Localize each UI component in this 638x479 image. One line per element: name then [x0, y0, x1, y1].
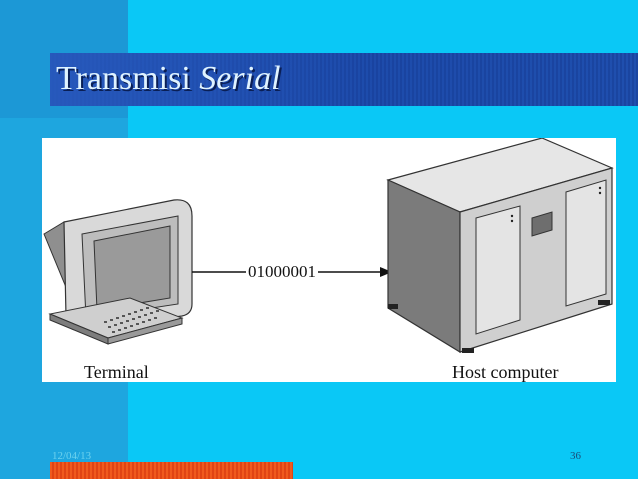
serial-transmission-figure: 01000001 Terminal Host computer [42, 137, 616, 382]
title-text: Transmisi [56, 60, 200, 97]
title-italic-text: Serial [199, 60, 281, 97]
host-computer-label: Host computer [452, 362, 559, 382]
title-bar [50, 53, 638, 106]
binary-data-label: 01000001 [246, 262, 318, 282]
page-number: 36 [570, 450, 581, 462]
footer-accent-bar [50, 462, 293, 479]
terminal-icon [43, 199, 193, 345]
slide-title: Transmisi Serial [56, 60, 281, 98]
figure-illustration [43, 137, 614, 354]
host-computer-icon [386, 137, 614, 354]
footer-date: 12/04/13 [52, 450, 92, 462]
terminal-label: Terminal [84, 362, 149, 382]
